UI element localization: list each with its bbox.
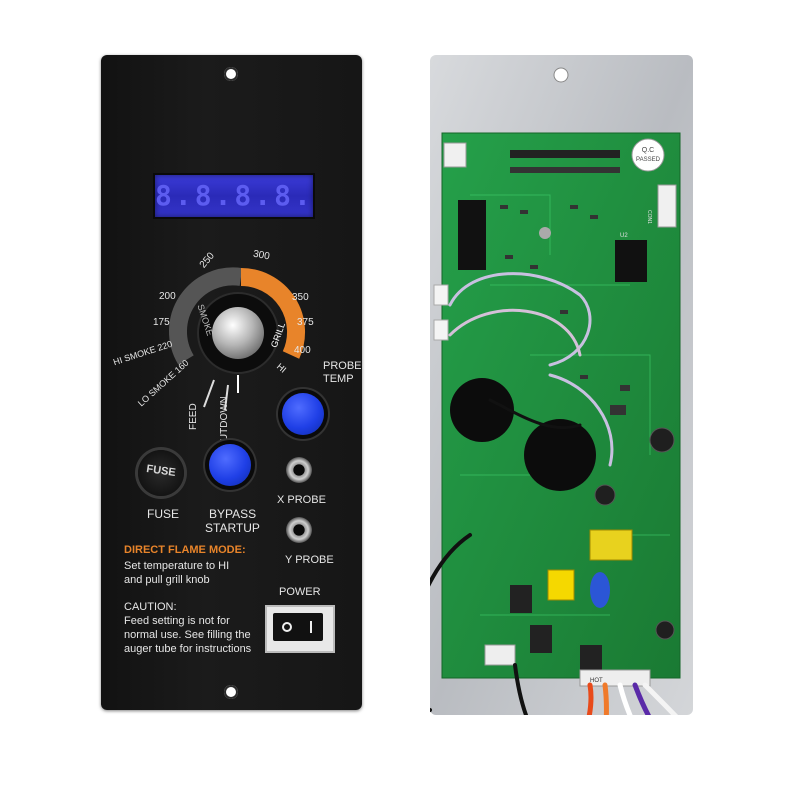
caution-line1: Feed setting is not for	[124, 615, 230, 627]
regulator-3	[580, 645, 602, 673]
probe-temp-label-line2: TEMP	[323, 373, 354, 385]
power-switch[interactable]	[265, 605, 335, 653]
yellow-capacitor	[547, 569, 575, 601]
relay-center	[524, 419, 596, 491]
header-pins	[510, 150, 620, 173]
fuse-holder[interactable]: FUSE	[138, 450, 184, 496]
connector-bottom-right	[579, 669, 651, 687]
direct-flame-line2: and pull grill knob	[124, 574, 210, 586]
fuse-cap-text: FUSE	[145, 463, 177, 479]
relay-left	[450, 378, 514, 442]
connector-top-left	[443, 142, 467, 168]
regulator-2	[530, 625, 552, 653]
wires	[430, 272, 679, 715]
silk-u2: U2	[620, 233, 628, 239]
caution-line3: auger tube for instructions	[124, 643, 252, 655]
transformer	[589, 529, 633, 561]
dial-label-350: 350	[292, 292, 309, 303]
y-probe-label: Y PROBE	[285, 554, 334, 566]
dial-label-175: 175	[153, 317, 170, 328]
capacitor-2	[594, 484, 616, 506]
ic-u2	[615, 240, 647, 282]
mount-hole-bottom	[224, 685, 238, 699]
caution-title: CAUTION:	[124, 601, 177, 613]
fuse-label: FUSE	[147, 507, 180, 521]
connector-left-2	[433, 319, 449, 341]
y-probe-jack[interactable]	[286, 517, 312, 543]
mount-hole-top	[224, 67, 238, 81]
qc-text-1: Q.C	[642, 147, 654, 154]
connector-left-1	[433, 284, 449, 306]
silk-con: CON1	[646, 210, 652, 224]
capacitor-3	[655, 620, 675, 640]
direct-flame-line1: Set temperature to HI	[124, 560, 230, 572]
bypass-label-line1: BYPASS	[209, 507, 257, 521]
circuit-board-photo: Q.C PASSED CON1 U2 HOT	[430, 55, 693, 715]
x-probe-label: X PROBE	[277, 494, 326, 506]
dial-label-400: 400	[294, 345, 311, 356]
controller-front-panel: 8.8.8.8. 200 250 300 350 375 400 175 HI …	[101, 55, 362, 710]
temperature-dial-graphic	[168, 267, 306, 411]
bypass-startup-button[interactable]	[209, 444, 251, 486]
power-label: POWER	[279, 586, 321, 598]
smd-components	[500, 205, 630, 415]
direct-flame-title: DIRECT FLAME MODE:	[124, 544, 246, 556]
power-rocker[interactable]	[273, 613, 323, 641]
temperature-display: 8.8.8.8.	[153, 173, 315, 219]
qc-text-2: PASSED	[636, 157, 661, 163]
dial-label-375: 375	[297, 317, 314, 328]
probe-temp-button[interactable]	[282, 393, 324, 435]
shutdown-tick	[224, 384, 229, 411]
smoke-arc	[168, 267, 243, 365]
silk-hot: HOT	[590, 678, 603, 684]
screw	[539, 227, 551, 239]
connector-right	[657, 184, 677, 228]
regulator-1	[510, 585, 532, 613]
grill-arc	[240, 268, 306, 359]
dial-knob-cap	[212, 307, 264, 359]
dial-label-200: 200	[159, 291, 176, 302]
qc-sticker	[631, 138, 665, 172]
connector-bottom-left	[484, 644, 516, 666]
caution-line2: normal use. See filling the	[124, 629, 251, 641]
feed-label: FEED	[188, 403, 199, 430]
backplate-hole	[553, 67, 569, 83]
x-probe-jack[interactable]	[286, 457, 312, 483]
probe-temp-label-line1: PROBE	[323, 360, 362, 372]
capacitor-1	[649, 427, 675, 453]
ic-large	[458, 200, 486, 270]
feed-tick	[203, 379, 215, 408]
bypass-label-line2: STARTUP	[205, 521, 260, 535]
blue-capacitor	[590, 572, 610, 608]
